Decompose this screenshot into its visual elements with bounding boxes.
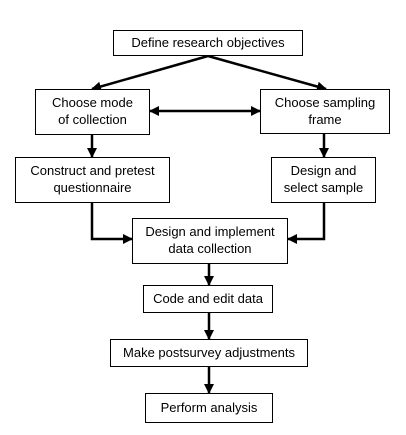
node-construct-pretest-questionnaire: Construct and pretest questionnaire	[15, 157, 170, 203]
node-choose-sampling-frame: Choose sampling frame	[260, 89, 390, 134]
node-make-postsurvey-adjustments: Make postsurvey adjustments	[110, 339, 308, 367]
node-design-select-sample: Design and select sample	[271, 157, 376, 203]
node-define-research-objectives: Define research objectives	[113, 30, 303, 56]
node-code-edit-data: Code and edit data	[143, 285, 273, 313]
node-choose-mode-of-collection: Choose mode of collection	[35, 89, 150, 135]
arrow-questionnaire-to-collection	[90, 203, 133, 244]
node-design-implement-data-collection: Design and implement data collection	[132, 218, 288, 264]
node-perform-analysis: Perform analysis	[145, 393, 273, 423]
arrow-sample-to-collection	[287, 203, 326, 244]
arrow-define-to-frame	[207, 54, 327, 92]
arrow-define-to-mode	[91, 54, 209, 92]
